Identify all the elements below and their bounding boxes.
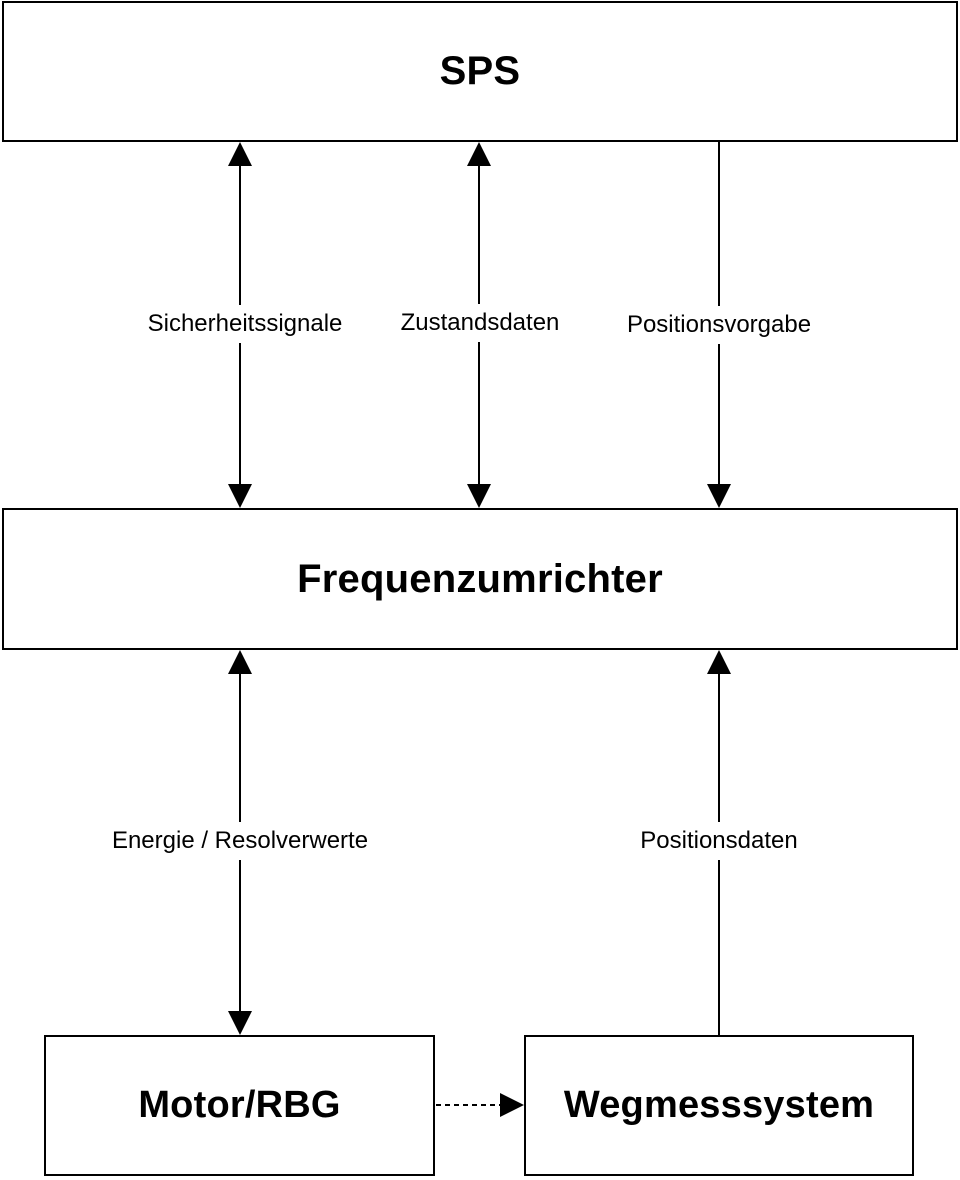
frequenzumrichter-box: Frequenzumrichter <box>2 508 958 650</box>
arrowhead-up <box>228 142 252 166</box>
edge-label-zustandsdaten: Zustandsdaten <box>394 304 566 342</box>
edge-label-sicherheitssignale: Sicherheitssignale <box>141 305 349 343</box>
wegmesssystem-box: Wegmesssystem <box>524 1035 914 1176</box>
sps-label: SPS <box>439 49 521 93</box>
arrowhead-down <box>707 484 731 508</box>
motor-rbg-label: Motor/RBG <box>138 1084 341 1126</box>
frequenzumrichter-label: Frequenzumrichter <box>297 556 663 601</box>
arrowhead-up <box>707 650 731 674</box>
arrowhead-down <box>228 484 252 508</box>
arrowhead-up <box>467 142 491 166</box>
edge-label-positionsvorgabe: Positionsvorgabe <box>620 306 818 344</box>
arrowhead-down <box>228 1011 252 1035</box>
wegmesssystem-label: Wegmesssystem <box>563 1084 875 1126</box>
edge-motor-to-wegmesssystem <box>436 1093 524 1117</box>
arrowhead-right <box>500 1093 524 1117</box>
arrowhead-up <box>228 650 252 674</box>
edge-label-energie-resolverwerte: Energie / Resolverwerte <box>105 822 375 860</box>
arrowhead-down <box>467 484 491 508</box>
edge-label-positionsdaten: Positionsdaten <box>634 822 804 860</box>
sps-box: SPS <box>2 1 958 142</box>
motor-rbg-box: Motor/RBG <box>44 1035 435 1176</box>
